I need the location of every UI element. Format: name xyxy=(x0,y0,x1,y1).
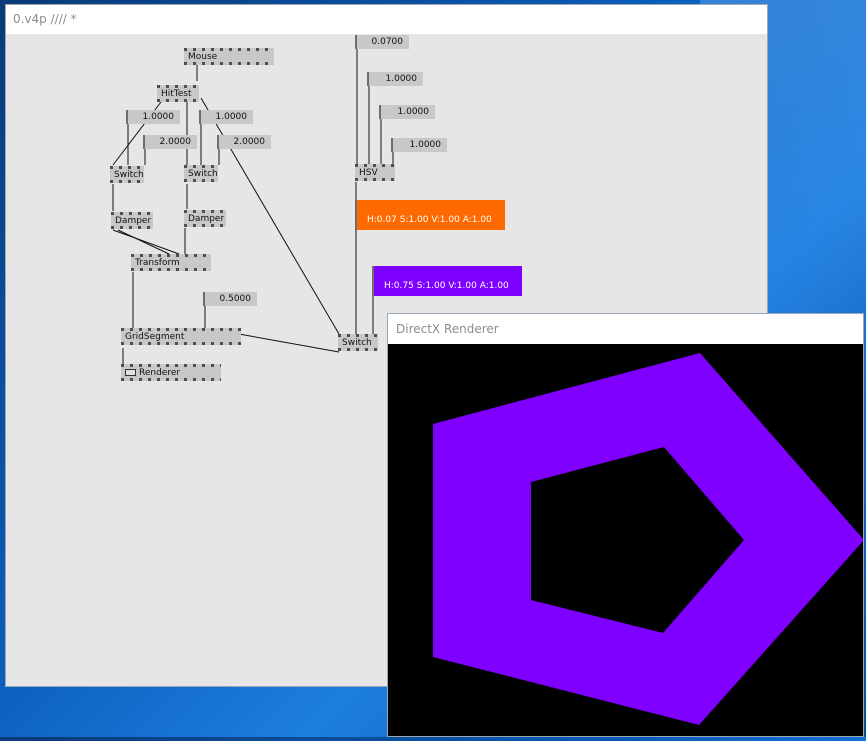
node-hsv[interactable]: HSV xyxy=(355,164,395,181)
node-switch[interactable]: Switch xyxy=(184,165,218,182)
pentagon-ring-render xyxy=(433,353,864,725)
color-iobox-purple[interactable]: H:0.75 S:1.00 V:1.00 A:1.00 xyxy=(372,266,522,296)
renderer-label: Renderer xyxy=(139,368,181,378)
iobox-value[interactable]: 1.0000 xyxy=(126,110,180,124)
node-hittest[interactable]: HitTest xyxy=(157,85,199,102)
iobox-value[interactable]: 1.0000 xyxy=(379,105,435,119)
renderer-icon xyxy=(125,369,136,376)
iobox-saturation[interactable]: 1.0000 xyxy=(367,72,423,86)
iobox-hue[interactable]: 0.0700 xyxy=(355,35,409,49)
pentagon-ring-shape xyxy=(433,353,864,725)
iobox-value[interactable]: 0.5000 xyxy=(203,292,257,306)
renderer-canvas[interactable] xyxy=(388,344,864,736)
patch-wires xyxy=(112,48,394,364)
node-switch-color[interactable]: Switch xyxy=(338,334,378,351)
node-renderer[interactable]: Renderer xyxy=(121,364,221,381)
color-iobox-orange[interactable]: H:0.07 S:1.00 V:1.00 A:1.00 xyxy=(355,200,505,230)
iobox-alpha[interactable]: 1.0000 xyxy=(391,138,447,152)
node-mouse[interactable]: Mouse xyxy=(184,48,274,65)
renderer-window[interactable]: DirectX Renderer xyxy=(387,313,864,737)
node-gridsegment[interactable]: GridSegment xyxy=(121,328,241,345)
iobox-value[interactable]: 2.0000 xyxy=(143,135,197,149)
node-damper[interactable]: Damper xyxy=(184,210,226,227)
node-damper[interactable]: Damper xyxy=(111,212,153,229)
patch-window-title: 0.v4p //// * xyxy=(6,5,767,34)
node-switch[interactable]: Switch xyxy=(110,166,144,183)
renderer-window-title: DirectX Renderer xyxy=(388,314,863,344)
node-transform[interactable]: Transform xyxy=(131,254,211,271)
iobox-value[interactable]: 2.0000 xyxy=(217,135,271,149)
iobox-value[interactable]: 1.0000 xyxy=(199,110,253,124)
